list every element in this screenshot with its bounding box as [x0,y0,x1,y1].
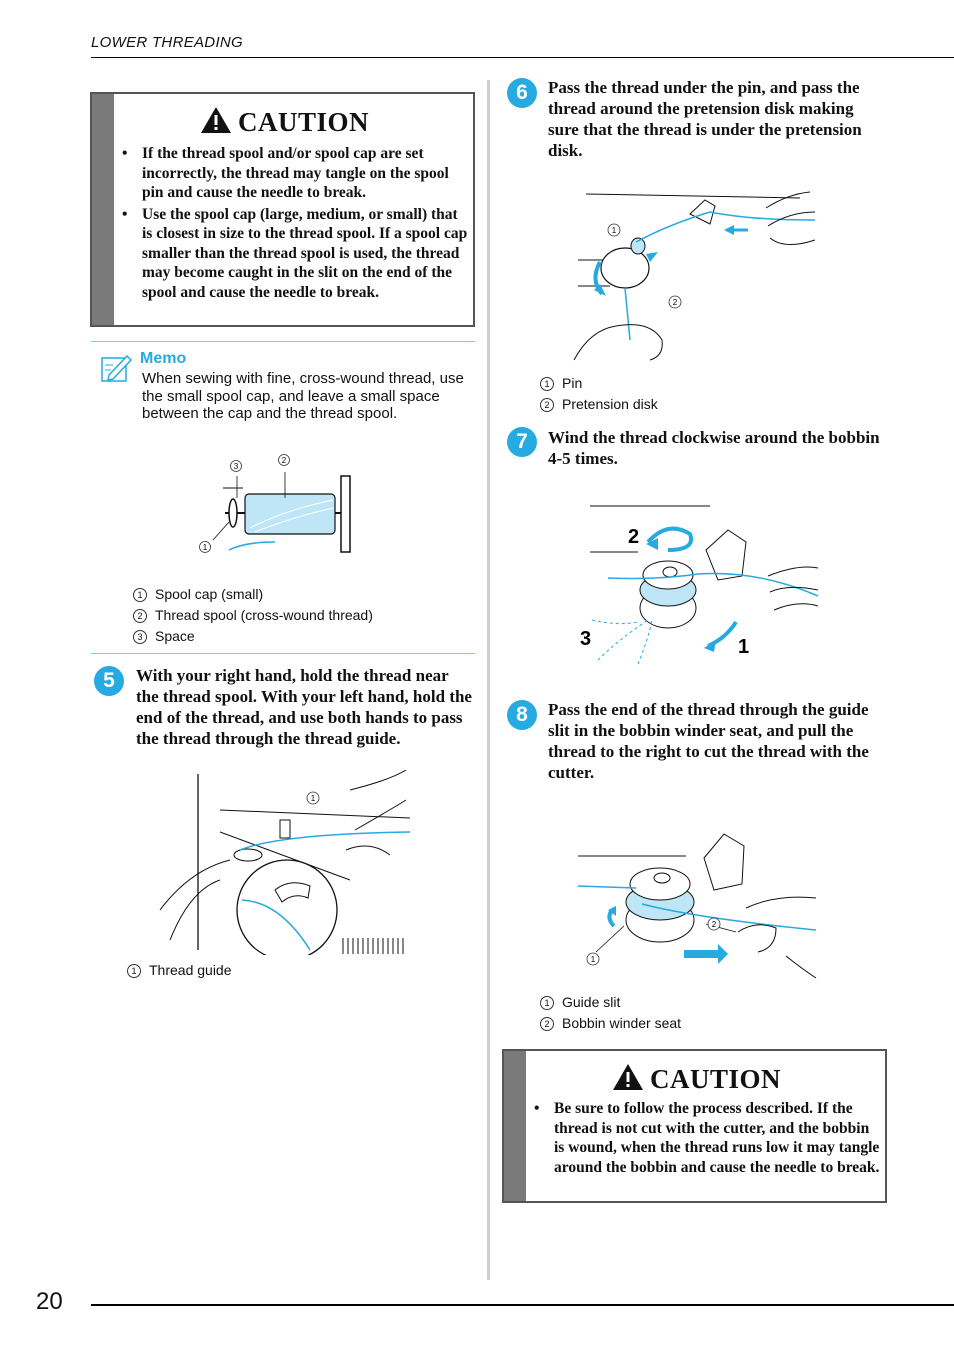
legend-text: Pin [562,375,583,391]
callout-3: 3 [234,462,239,471]
caution-stripe [504,1051,526,1201]
caution-list: If the thread spool and/or spool cap are… [120,144,470,304]
callout-1: 1 [311,794,316,803]
callout-2: 2 [673,298,678,307]
caution-title-text: CAUTION [238,107,370,137]
legend-text: Thread guide [149,962,232,978]
step-6-text: Pass the thread under the pin, and pass … [548,78,862,160]
running-header: LOWER THREADING [91,34,244,51]
footer-rule [91,1304,954,1306]
callout-1: 1 [203,543,208,552]
callout-2: 2 [712,920,717,929]
pretension-disk-illustration: 1 2 [573,191,816,361]
step-6-number: 6 [507,78,537,108]
figure-label-1: 1 [738,636,749,658]
step-8-number: 8 [507,700,537,730]
caution-heading: CAUTION [612,1063,781,1095]
caution-item: If the thread spool and/or spool cap are… [120,144,470,203]
legend-text: Spool cap (small) [155,586,264,602]
page-number: 20 [36,1288,63,1315]
step-5-text: With your right hand, hold the thread ne… [136,666,472,748]
caution-heading: CAUTION [200,106,369,138]
caution-stripe [92,94,114,325]
warning-icon [613,1064,643,1090]
caution-title-text: CAUTION [650,1064,782,1094]
guide-slit-illustration: 1 2 [577,833,817,979]
bobbin-winding-illustration: 2 3 1 [580,505,819,665]
caution-list: Be sure to follow the process described.… [532,1099,882,1179]
step-7-number: 7 [507,427,537,457]
legend-text: Thread spool (cross-wound thread) [155,607,373,623]
memo-text: When sewing with fine, cross-wound threa… [142,370,464,422]
caution-item: Use the spool cap (large, medium, or sma… [120,205,470,303]
legend-text: Space [155,628,195,644]
memo-top-rule [91,341,475,342]
legend-text: Guide slit [562,994,621,1010]
step-7-text: Wind the thread clockwise around the bob… [548,428,880,468]
thread-guide-illustration: 1 [159,770,410,955]
caution-box-1: CAUTION If the thread spool and/or spool… [90,92,475,327]
callout-1: 1 [591,955,596,964]
step-8-text: Pass the end of the thread through the g… [548,700,869,782]
caution-box-2: CAUTION Be sure to follow the process de… [502,1049,887,1203]
warning-icon [201,107,231,133]
figure-label-3: 3 [580,628,591,650]
memo-bottom-rule [91,653,475,654]
callout-2: 2 [282,456,287,465]
caution-item: Be sure to follow the process described.… [532,1099,882,1177]
legend-text: Bobbin winder seat [562,1015,682,1031]
spool-cap-illustration: 3 2 1 [199,454,351,553]
legend-text: Pretension disk [562,396,658,412]
memo-label: Memo [140,350,187,367]
callout-1: 1 [612,226,617,235]
header-rule [91,57,954,58]
memo-icon [101,354,133,382]
figure-label-2: 2 [628,526,639,548]
column-divider [487,80,490,1280]
step-5-number: 5 [94,666,124,696]
